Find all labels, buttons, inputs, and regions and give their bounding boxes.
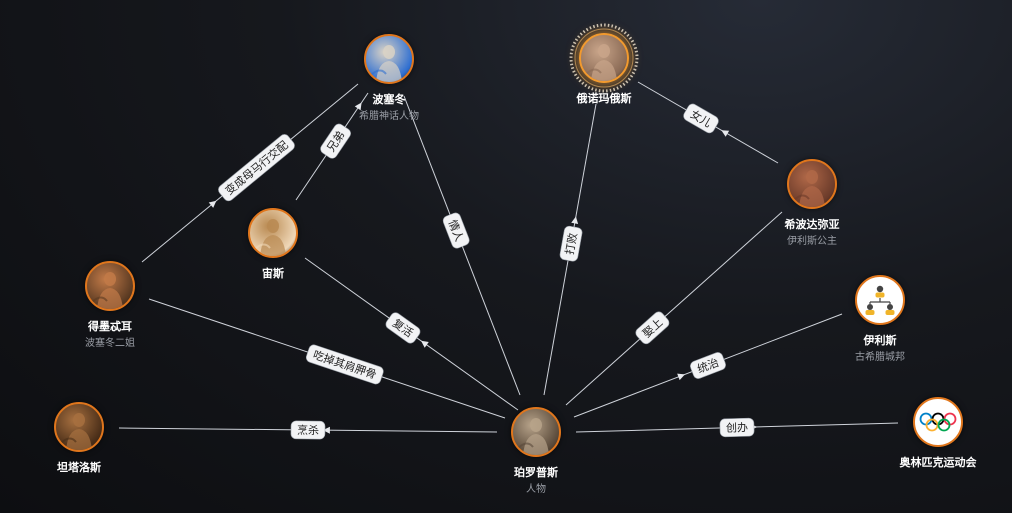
- node-name: 得墨忒耳: [88, 320, 132, 333]
- node-name: 奥林匹克运动会: [899, 456, 977, 469]
- edge-label-text: 统治: [695, 355, 721, 376]
- portrait-icon: [792, 170, 825, 207]
- edge-pelops-demeter: 吃掉其肩胛骨: [148, 298, 506, 419]
- edge-label-box: [320, 123, 351, 159]
- edge-label[interactable]: 创办: [719, 417, 755, 438]
- node-name: 俄诺玛俄斯: [576, 92, 632, 105]
- portrait-icon: [369, 45, 402, 82]
- edge-arrow: [208, 200, 217, 208]
- edge-arrow: [721, 130, 730, 137]
- portrait-icon: [253, 219, 286, 256]
- edge-label[interactable]: 变成母马行交配: [216, 132, 296, 202]
- node-description: 古希腊城邦: [855, 352, 905, 363]
- edge-pelops-poseidon: 情人: [403, 95, 521, 396]
- node-image[interactable]: [511, 407, 561, 457]
- node-name: 波塞冬: [372, 93, 406, 106]
- portrait-icon: [584, 44, 617, 81]
- edge-label-box: [218, 134, 295, 202]
- edge-arrow: [322, 426, 330, 434]
- edge-label-box: [559, 225, 583, 262]
- focus-ring-icon: [569, 23, 639, 93]
- portrait-icon: [59, 413, 92, 450]
- edge-label-box: [305, 344, 384, 385]
- node-description: 人物: [526, 484, 546, 495]
- edge-arrow: [354, 102, 362, 111]
- edge-line: [565, 211, 783, 406]
- edge-label[interactable]: 女儿: [682, 102, 720, 135]
- node-description: 伊利斯公主: [787, 236, 837, 247]
- edge-pelops-oenomaus: 打败: [543, 103, 597, 396]
- edge-pelops-olympics: 创办: [575, 417, 899, 438]
- edge-label[interactable]: 烹杀: [290, 420, 326, 440]
- node-image[interactable]: [85, 261, 135, 311]
- edge-label-box: [719, 417, 755, 438]
- edge-arrow: [571, 216, 579, 224]
- edge-pelops-tantalus: 烹杀: [118, 420, 498, 440]
- node-name: 伊利斯: [863, 334, 897, 347]
- node-name: 珀罗普斯: [514, 466, 558, 479]
- edge-label-text: 烹杀: [297, 423, 319, 437]
- edge-label-text: 变成母马行交配: [222, 138, 290, 198]
- edge-label-box: [635, 311, 670, 345]
- edge-arrow: [677, 373, 685, 381]
- edge-label-box: [442, 212, 470, 249]
- edge-zeus-poseidon: 兄弟: [295, 92, 369, 201]
- edge-label-box: [385, 312, 421, 344]
- portrait-icon: [90, 272, 123, 309]
- node-description: 波塞冬二姐: [85, 338, 135, 349]
- portrait-icon: [516, 418, 549, 455]
- olympic-rings-icon: [919, 412, 957, 432]
- edge-pelops-elis: 统治: [573, 313, 843, 418]
- edge-label[interactable]: 统治: [689, 351, 727, 380]
- edge-label[interactable]: 娶上: [634, 310, 671, 346]
- node-image[interactable]: [913, 397, 963, 447]
- node-description: 希腊神话人物: [359, 111, 419, 122]
- node-image[interactable]: [855, 275, 905, 325]
- edge-hippodamia-oenomaus: 女儿: [637, 81, 779, 164]
- node-image[interactable]: [787, 159, 837, 209]
- node-image[interactable]: [364, 34, 414, 84]
- edge-label[interactable]: 兄弟: [319, 122, 353, 160]
- people-hierarchy-icon: [865, 285, 895, 315]
- edge-label[interactable]: 打败: [559, 225, 583, 262]
- node-image[interactable]: [54, 402, 104, 452]
- edge-label-box: [683, 103, 719, 134]
- edge-label-box: [690, 352, 726, 379]
- node-image[interactable]: [579, 33, 629, 83]
- edge-label[interactable]: 情人: [442, 211, 471, 249]
- edge-label[interactable]: 复活: [384, 311, 422, 345]
- node-name: 希波达弥亚: [784, 218, 840, 231]
- edge-label-text: 打败: [562, 232, 580, 256]
- node-name: 宙斯: [262, 267, 284, 280]
- edge-arrow: [421, 340, 429, 348]
- edge-pelops-hippodamia: 娶上: [565, 211, 783, 406]
- node-name: 坦塔洛斯: [57, 461, 101, 474]
- edge-label-box: [290, 420, 326, 440]
- node-image[interactable]: [248, 208, 298, 258]
- edge-label[interactable]: 吃掉其肩胛骨: [305, 344, 385, 386]
- edge-label-text: 创办: [726, 421, 748, 435]
